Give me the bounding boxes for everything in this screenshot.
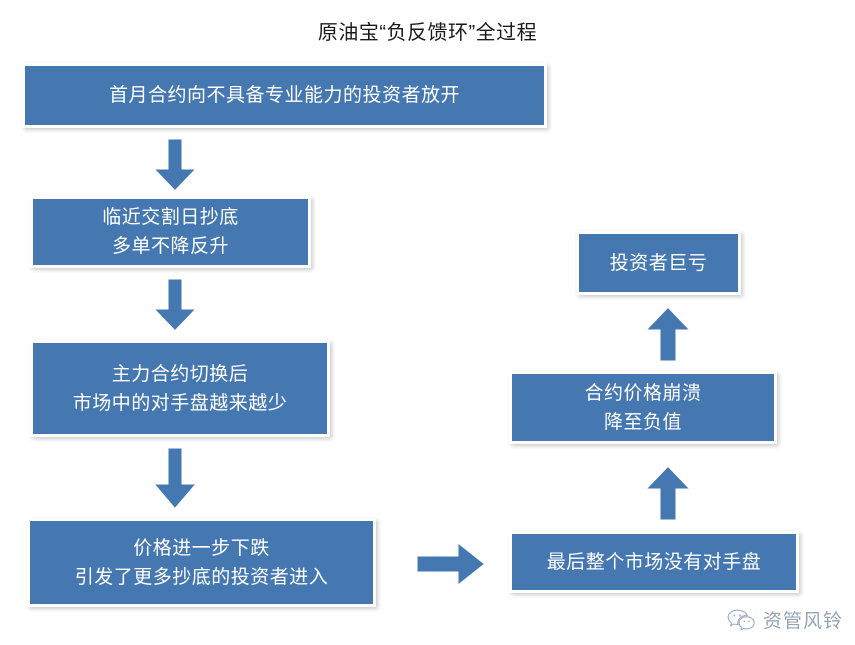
node-step5: 最后整个市场没有对手盘	[509, 531, 799, 593]
watermark-label: 资管风铃	[762, 611, 843, 632]
node-step4: 价格进一步下跌 引发了更多抄底的投资者进入	[27, 518, 376, 607]
watermark: 资管风铃	[726, 606, 843, 633]
arrow-step4-to-step5	[413, 537, 489, 591]
node-step6-label: 合约价格崩溃 降至负值	[584, 382, 702, 433]
node-step4-label: 价格进一步下跌 引发了更多抄底的投资者进入	[74, 537, 329, 588]
arrow-step5-to-step6	[640, 462, 696, 524]
page-title: 原油宝“负反馈环”全过程	[317, 22, 538, 44]
node-step3-label: 主力合约切换后 市场中的对手盘越来越少	[72, 363, 288, 414]
node-step2: 临近交割日抄底 多单不降反升	[30, 196, 311, 268]
node-step6: 合约价格崩溃 降至负值	[509, 371, 777, 444]
node-step7-label: 投资者巨亏	[609, 252, 708, 274]
wechat-icon	[726, 608, 756, 632]
node-step2-label: 临近交割日抄底 多单不降反升	[102, 207, 239, 257]
node-step1-label: 首月合约向不具备专业能力的投资者放开	[108, 85, 460, 106]
arrow-step2-to-step3	[148, 276, 202, 335]
arrow-step3-to-step4	[148, 445, 202, 513]
arrow-step6-to-step7	[640, 303, 696, 365]
node-step1: 首月合约向不具备专业能力的投资者放开	[22, 63, 547, 128]
node-step3: 主力合约切换后 市场中的对手盘越来越少	[30, 340, 330, 437]
arrow-step1-to-step2	[148, 136, 202, 195]
node-step5-label: 最后整个市场没有对手盘	[546, 551, 762, 573]
node-step7: 投资者巨亏	[576, 231, 741, 295]
